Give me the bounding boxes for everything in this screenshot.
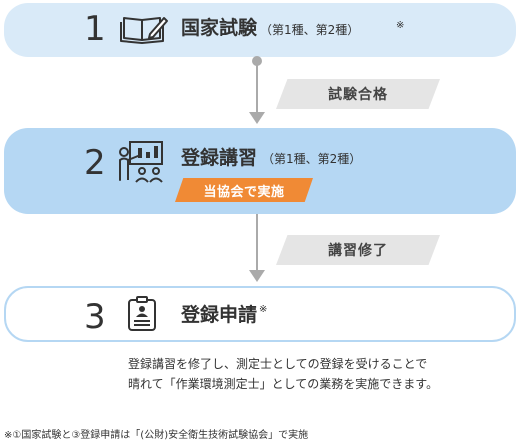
step-2-title: 登録講習: [181, 147, 258, 169]
step-1-number: 1: [84, 9, 106, 49]
badge-conducted-by-association: 当協会で実施: [175, 178, 313, 202]
step-1-box: [4, 3, 516, 57]
description-line-2: 晴れて「作業環境測定士」としての業務を実施できます。: [128, 377, 439, 391]
connector-2-arrowhead: [249, 270, 265, 282]
step-2-subtitle: （第1種、第2種）: [262, 152, 362, 166]
open-book-pencil-icon: [120, 17, 168, 44]
step-1-title: 国家試験: [181, 17, 258, 39]
step-1-mark: ※: [396, 20, 405, 31]
connector-1-arrowhead: [249, 112, 265, 124]
step-3-box: [4, 286, 516, 342]
description-line-1: 登録講習を修了し、測定士としての登録を受けることで: [128, 357, 428, 371]
application-document-icon: [128, 296, 156, 331]
connector-2-line: [256, 214, 258, 272]
completion-description: 登録講習を修了し、測定士としての登録を受けることで 晴れて「作業環境測定士」とし…: [128, 354, 508, 394]
lecture-presenter-icon: [119, 141, 163, 183]
step-3-mark: ※: [259, 304, 268, 315]
footnote: ※①国家試験と③登録申請は「(公財)安全衛生技術試験協会」で実施: [4, 430, 309, 441]
step-3-number: 3: [84, 297, 106, 337]
step-2-number: 2: [84, 143, 106, 183]
transition-tag-exam-passed: 試験合格: [276, 79, 440, 109]
transition-tag-course-completed: 講習修了: [276, 235, 440, 265]
step-1-subtitle: （第1種、第2種）: [260, 23, 360, 37]
step-3-title: 登録申請: [181, 304, 258, 326]
connector-1-line: [256, 61, 258, 115]
